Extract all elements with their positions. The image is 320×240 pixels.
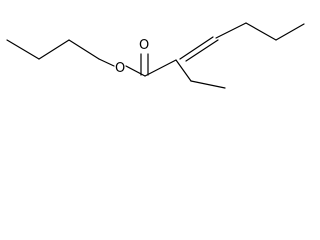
bond-oxygen-to-carbonyl: [125, 65, 146, 77]
bond-propyl-3: [275, 23, 305, 41]
bond-alpha-to-ethyl: [175, 59, 192, 82]
bond-propyl-1: [215, 22, 247, 39]
bond-alkene-double-a: [179, 36, 214, 60]
bond-butyl-to-oxygen: [98, 58, 115, 67]
bond-butyl-3: [68, 39, 100, 60]
bond-butyl-1: [6, 39, 40, 60]
bond-butyl-2: [38, 39, 70, 60]
atom-label-ester-oxygen: O: [115, 61, 125, 76]
bond-carbonyl-to-alpha: [144, 59, 177, 77]
structure-drawing: O O: [6, 22, 305, 89]
molecule-diagram: O O: [0, 0, 306, 115]
bond-alkene-double-b: [185, 39, 219, 62]
atom-label-carbonyl-oxygen: O: [139, 38, 149, 53]
bond-ethyl: [190, 80, 226, 89]
bond-propyl-2: [245, 22, 277, 41]
